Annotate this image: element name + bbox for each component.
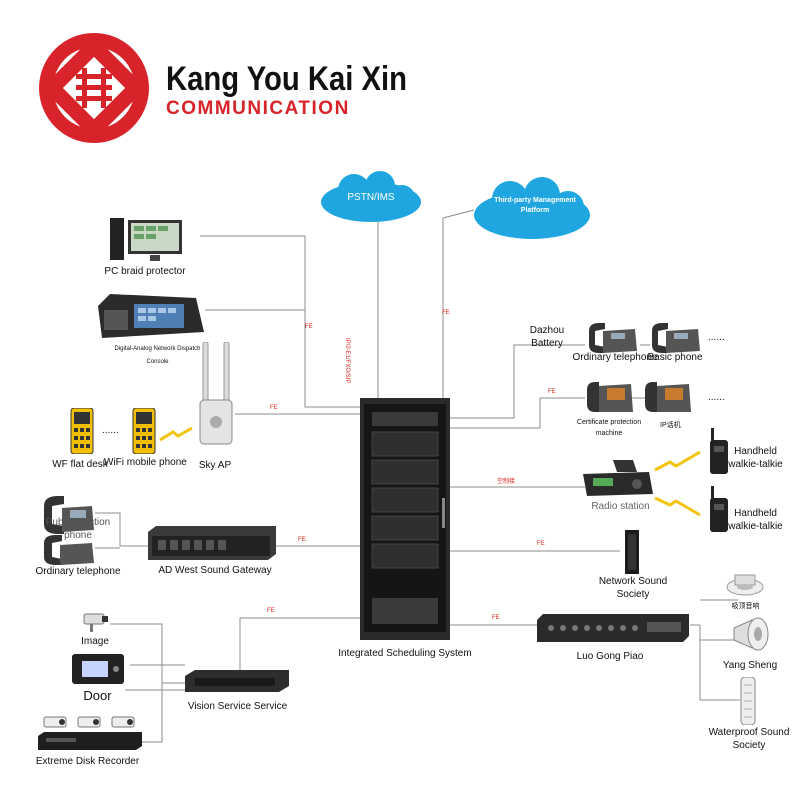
sound-gateway-label: AD West Sound Gateway: [158, 565, 272, 576]
door-label: Door: [83, 688, 112, 703]
link-label-fe: FE: [548, 389, 556, 395]
vision-service-icon: [185, 670, 289, 692]
waterproof-speaker-label: Waterproof Sound Society: [708, 727, 790, 751]
integrated-scheduling-label: Integrated Scheduling System: [338, 648, 472, 659]
ordinary-phone-icon: [589, 323, 637, 353]
ordinary-phone-label: Ordinary telephone: [572, 352, 658, 363]
public-phone-icon: [44, 496, 94, 534]
dazhou-label: Dazhou Battery: [529, 325, 565, 349]
cert-machine-label: Certificate protection machine: [576, 419, 642, 437]
camera-icon: [83, 613, 108, 632]
link-label-fe: FE: [442, 310, 450, 316]
dispatch-console-label: Digital-Analog Network Dispatch Console: [114, 346, 201, 365]
ip-phone-dots: ......: [708, 392, 725, 403]
horn-speaker-icon: [733, 617, 769, 651]
public-phone-label: Public election phone: [45, 517, 111, 541]
cert-machine-icon: [587, 382, 633, 412]
ceiling-speaker-label: 吸顶音响: [731, 603, 760, 610]
third-party-cloud-label: Third-party Management Platform: [494, 197, 576, 214]
wf-phone-icon: [70, 408, 94, 454]
basic-phone-label: Basic phone: [647, 352, 703, 363]
image-label: Image: [81, 636, 109, 647]
link-label-fe: FE: [537, 541, 545, 547]
waterproof-speaker-icon: [740, 677, 756, 725]
link-label-fe: FE: [267, 608, 275, 614]
walkie-talkie-icon: [710, 428, 728, 474]
radio-station-icon: [583, 460, 653, 496]
walkie-talkie-label-2: Handheld walkie-talkie: [728, 508, 783, 532]
link-label-radio: 空制接: [497, 479, 516, 485]
pc-label: PC braid protector: [104, 266, 186, 277]
dispatch-console-icon: [98, 294, 204, 338]
ip-phone-icon: [645, 382, 691, 412]
sky-ap-icon: [199, 342, 233, 445]
camera-row-icon: [43, 716, 135, 728]
wifi-phone-icon: [132, 408, 156, 454]
wifi-dots: ......: [102, 425, 119, 436]
link-label-fe: FE: [492, 615, 500, 621]
door-panel-icon: [72, 654, 124, 684]
disk-recorder-label: Extreme Disk Recorder: [35, 756, 140, 767]
link-label-fe: FE: [270, 405, 278, 411]
wf-desk-label: WF flat desk: [52, 459, 108, 470]
amplifier-label: Luo Gong Piao: [576, 651, 644, 662]
yang-sheng-label: Yang Sheng: [722, 660, 778, 671]
company-logo: [39, 33, 149, 143]
vision-service-label: Vision Service Service: [187, 701, 288, 712]
sound-gateway-icon: [148, 526, 276, 560]
network-sound-icon: [625, 530, 639, 574]
sky-ap-label: Sky AP: [198, 460, 232, 471]
pc-icon: [110, 218, 182, 261]
basic-phone-icon: [652, 323, 700, 353]
amplifier-icon: [537, 614, 689, 642]
ip-phone-label: IP话机: [660, 422, 681, 429]
radio-station-label: Radio station: [591, 501, 650, 512]
server-cabinet-icon: [360, 398, 450, 640]
link-label-fe: FE: [305, 324, 313, 330]
link-label-fe: FE: [298, 537, 306, 543]
walkie-talkie-label-1: Handheld walkie-talkie: [728, 446, 783, 470]
ordinary-phone-left-label: Ordinary telephone: [35, 566, 121, 577]
phone-dots: ......: [708, 332, 725, 343]
company-name: Kang You Kai Xin: [166, 60, 407, 98]
third-party-cloud-shape: [474, 177, 590, 239]
network-sound-label: Network Sound Society: [598, 576, 668, 600]
company-tagline: COMMUNICATION: [166, 98, 350, 119]
wifi-phone-label: WiFi mobile phone: [104, 457, 187, 468]
pstn-cloud-label: PSTN/IMS: [347, 192, 395, 203]
ceiling-speaker-icon: [726, 574, 764, 596]
ordinary-phone-left-icon: [44, 535, 94, 565]
link-label-e1: IP/2-E1/FXO/SIP: [344, 338, 350, 384]
pstn-cloud-shape: [321, 171, 421, 222]
walkie-talkie-icon: [710, 486, 728, 532]
disk-recorder-icon: [38, 732, 142, 750]
